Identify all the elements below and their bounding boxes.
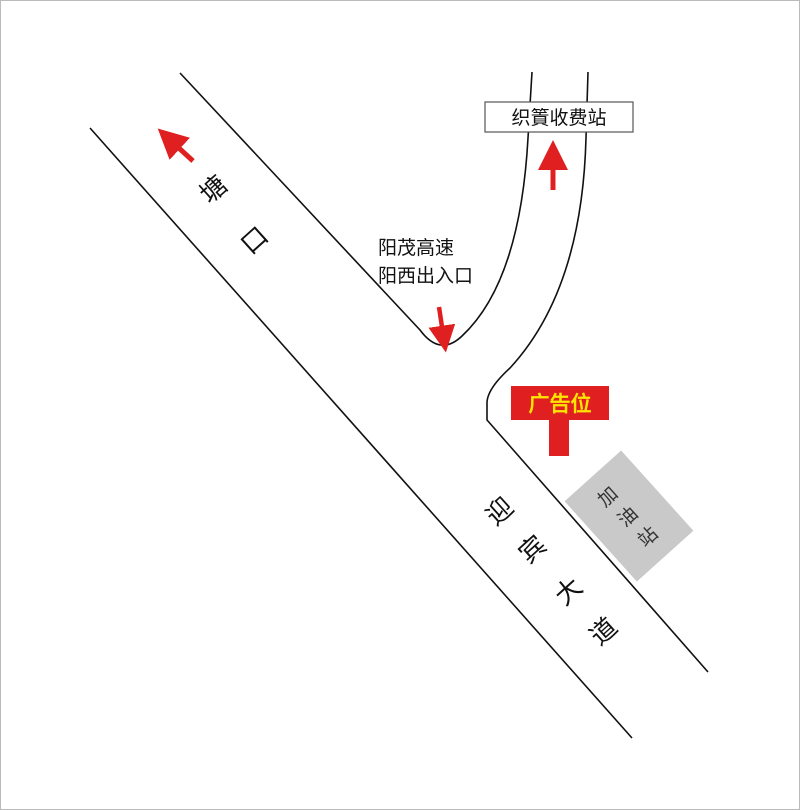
arrow-to-tangkou bbox=[157, 128, 195, 163]
billboard-panel bbox=[511, 386, 609, 420]
toll-station-label: 织篢收费站 bbox=[511, 107, 606, 129]
toll-station-box bbox=[484, 101, 634, 133]
gas-station: 加 油 站 bbox=[564, 450, 694, 582]
billboard-label: 广告位 bbox=[529, 392, 592, 416]
road-edge-southwest bbox=[89, 127, 633, 739]
road-label-tangkou-1: 塘 bbox=[194, 170, 233, 210]
road-label-yingbin-3: 大 bbox=[549, 572, 588, 612]
gas-station-box bbox=[564, 450, 694, 582]
road-edge-toll-yingbin bbox=[486, 71, 709, 673]
road-label-yingbin-1: 迎 bbox=[480, 492, 519, 532]
highway-entrance-line-2: 阳西出入口 bbox=[378, 265, 473, 287]
billboard: 广告位 bbox=[511, 386, 609, 456]
road-label-yingbin-4: 道 bbox=[584, 612, 623, 652]
toll-station: 织篢收费站 bbox=[484, 101, 634, 133]
road-label-tangkou-2: 口 bbox=[235, 221, 274, 261]
road-edge-tangkou-ramp bbox=[179, 71, 533, 346]
arrow-to-highway-entrance bbox=[428, 306, 456, 353]
road-label-yingbin-2: 宾 bbox=[513, 530, 552, 570]
highway-entrance-line-1: 阳茂高速 bbox=[378, 237, 454, 259]
billboard-post bbox=[549, 418, 569, 456]
